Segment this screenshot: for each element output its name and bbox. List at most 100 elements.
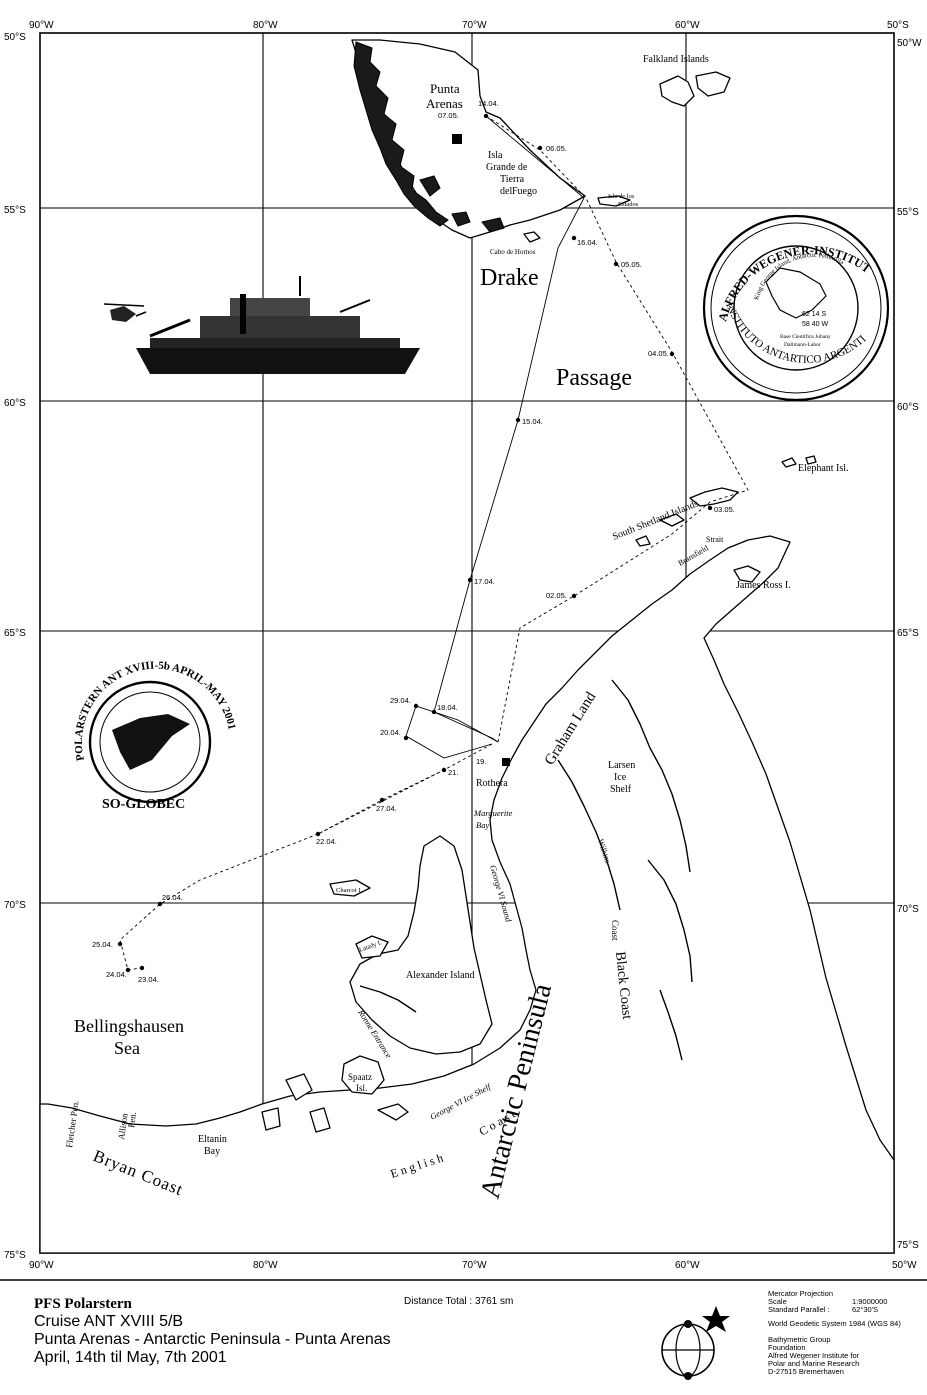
footer-geodetic: World Geodetic System 1984 (WGS 84) (768, 1319, 901, 1328)
place-marguerite: Bay (476, 820, 489, 830)
place-alexander: Alexander Island (406, 970, 475, 981)
footer-projection: Mercator Projection (768, 1289, 834, 1298)
place-bellingshausen: Bellingshausen (74, 1016, 184, 1036)
awi-stamp-coord: 58 40 W (802, 321, 828, 328)
place-drake: Drake (480, 265, 539, 291)
footer-ship: PFS Polarstern (34, 1296, 132, 1312)
footer-bathy: Polar and Marine Research (768, 1359, 860, 1368)
date-label: 14.04. (478, 99, 499, 108)
footer-dates: April, 14th til May, 7th 2001 (34, 1349, 227, 1366)
spaatz-island (341, 1055, 409, 1121)
date-label: 26.04. (162, 893, 183, 902)
lon-label: 90°W (29, 1260, 54, 1271)
footer-bathy: Alfred Wegener Institute for (768, 1351, 860, 1360)
lon-label: 90°W (29, 20, 54, 31)
place-isla-grande: Grande de (486, 162, 528, 173)
lat-label: 55°S (897, 207, 919, 218)
lat-label: 65°S (4, 628, 26, 639)
latady-island (355, 935, 389, 959)
track-stations (117, 113, 713, 973)
date-label: 16.04. (577, 238, 598, 247)
lat-label: 50°S (4, 32, 26, 43)
lat-label: 65°S (897, 628, 919, 639)
place-spaatz: Isl. (356, 1083, 367, 1093)
footer-cruise: Cruise ANT XVIII 5/B (34, 1313, 184, 1330)
date-label: 27.04. (376, 804, 397, 813)
place-allison: Pen. (126, 1111, 138, 1128)
place-eltanin: Eltanin (198, 1134, 227, 1145)
place-falkland: Falkland Islands (643, 54, 709, 65)
footer-scale-row: Scale 1:9000000 (768, 1298, 924, 1306)
date-label: 15.04. (522, 417, 543, 426)
place-bellingshausen: Sea (114, 1038, 140, 1058)
date-label: 21. (448, 768, 458, 777)
lat-label: 75°S (897, 1240, 919, 1251)
place-james-ross: James Ross I. (736, 580, 791, 591)
date-label: 03.05. (714, 505, 735, 514)
charcot-island (329, 879, 371, 897)
date-label: 19. (476, 757, 486, 766)
south-america-coast (351, 39, 631, 243)
ship-icon (136, 276, 420, 374)
falkland-islands (659, 71, 731, 107)
place-south-shetland: South Shetland Islands (611, 498, 700, 543)
track-date-labels: 14.04. 07.05. 06.05. 16.04. 05.05. 04.05… (92, 99, 735, 984)
footer-route: Punta Arenas - Antarctic Peninsula - Pun… (34, 1331, 391, 1348)
lat-label: 75°S (4, 1250, 26, 1261)
lon-label: 70°W (462, 1260, 487, 1271)
longitude-labels-bottom: 90°W 80°W 70°W 60°W 50°W (29, 1260, 917, 1271)
awi-stamp-base: Dallmann-Labor (784, 342, 821, 348)
footer-parallel-value: 62°30'S (852, 1305, 879, 1314)
footer-bathy: Foundation (768, 1343, 806, 1352)
place-punta-arenas: Punta (430, 81, 460, 96)
date-label: 18.04. (437, 703, 458, 712)
lat-label: 60°S (897, 402, 919, 413)
place-isla-grande: Isla (488, 150, 503, 161)
lon-label: 60°W (675, 1260, 700, 1271)
date-label: 22.04. (316, 837, 337, 846)
lat-label: 60°S (4, 398, 26, 409)
expedition-stamp-bottom: SO-GLOBEC (102, 797, 185, 812)
lon-label: 50°S (887, 20, 909, 31)
helicopter-icon (103, 303, 147, 322)
lon-label: 60°W (675, 20, 700, 31)
date-label: 29.04. (390, 696, 411, 705)
date-label: 06.05. (546, 144, 567, 153)
globe-logo-icon (661, 1306, 730, 1380)
place-punta-arenas: Arenas (426, 96, 463, 111)
place-isla-grande: Fuego (512, 186, 537, 197)
lat-label: 70°S (897, 904, 919, 915)
alexander-island (349, 835, 493, 1055)
place-black-coast: Black Coast (612, 951, 634, 1020)
place-rothera: Rothera (476, 778, 508, 789)
isla-de-los-estados (597, 195, 631, 207)
footer-bathy: Bathymetric Group (768, 1335, 831, 1344)
footer-parallel-row: Standard Parallel : 62°30'S (768, 1306, 924, 1314)
south-shetland-islands (635, 455, 817, 547)
punta-arenas-marker (452, 134, 462, 144)
date-label: 20.04. (380, 728, 401, 737)
place-elephant: Elephant Isl. (798, 463, 849, 474)
lon-label: 70°W (462, 20, 487, 31)
footer-projection-block: Mercator Projection Scale 1:9000000 Stan… (768, 1290, 924, 1376)
expedition-stamp: POLARSTERN ANT XVIII-5b APRIL-MAY 2001 S… (73, 660, 238, 812)
footer-distance: Distance Total : 3761 sm (404, 1296, 514, 1307)
lat-label: 55°S (4, 205, 26, 216)
cruise-track (117, 113, 749, 973)
longitude-labels-top: 90°W 80°W 70°W 60°W 50°S (29, 20, 909, 31)
footer-parallel-label: Standard Parallel : (768, 1305, 830, 1314)
lat-label: 70°S (4, 900, 26, 911)
lon-label: 80°W (253, 20, 278, 31)
place-cabo-hornos: Cabo de Hornos (490, 248, 536, 256)
place-larsen: Larsen (608, 760, 635, 771)
date-label: 07.05. (438, 111, 459, 120)
lat-label: 50°W (897, 38, 922, 49)
small-islands-west (261, 1073, 331, 1133)
awi-stamp-base: Base Científica Jubany (780, 333, 831, 340)
rothera-marker (502, 758, 510, 766)
date-label: 17.04. (474, 577, 495, 586)
date-label: 25.04. (92, 940, 113, 949)
footer-scale-label: Scale (768, 1297, 787, 1306)
date-label: 04.05. (648, 349, 669, 358)
